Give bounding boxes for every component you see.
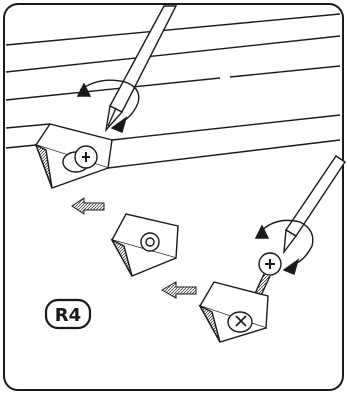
step-label: R4 xyxy=(46,300,90,328)
figure-frame xyxy=(4,4,343,390)
step-label-text: R4 xyxy=(55,305,81,326)
